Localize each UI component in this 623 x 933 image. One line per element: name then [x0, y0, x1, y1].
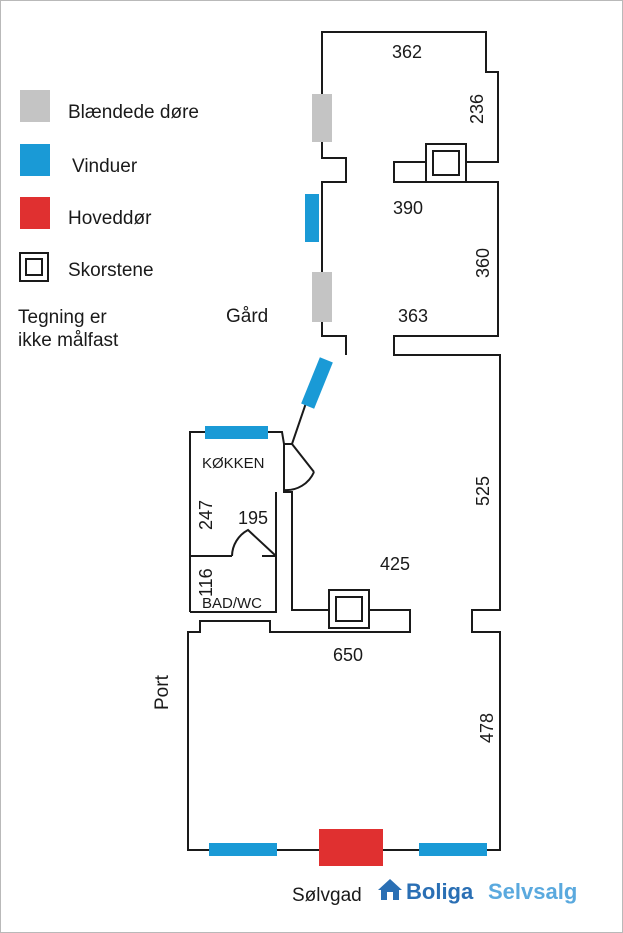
legend-window-label: Vinduer	[72, 156, 138, 177]
bathroom-label: BAD/WC	[202, 595, 262, 612]
dim-195: 195	[238, 508, 268, 528]
legend-chimney-icon	[19, 252, 49, 282]
dim-525: 525	[473, 476, 493, 506]
yard-label: Gård	[226, 306, 268, 327]
bath-door-swing	[231, 528, 277, 557]
legend-main-door-swatch	[20, 197, 50, 229]
dim-116: 116	[196, 568, 216, 597]
logo-word-boliga: Boliga	[406, 879, 474, 904]
legend-note-line2: ikke målfast	[18, 330, 119, 351]
logo-word-selvsalg: Selvsalg	[488, 879, 577, 904]
kitchen-door-swing	[283, 443, 315, 492]
dim-390: 390	[393, 198, 423, 218]
blind-door-lower	[312, 272, 332, 322]
dim-360: 360	[473, 248, 493, 278]
dim-236: 236	[467, 94, 487, 124]
legend-blind-door-swatch	[20, 90, 50, 122]
dim-363: 363	[398, 306, 428, 326]
window-kitchen	[205, 426, 268, 439]
street-label: Sølvgad	[292, 885, 362, 906]
chimney-top-icon	[425, 143, 467, 183]
window-street-right	[419, 843, 487, 856]
window-yard-diagonal	[301, 357, 333, 409]
legend-window-swatch	[20, 144, 50, 176]
kitchen-wall	[189, 431, 285, 613]
window-yard-upper	[305, 194, 319, 242]
dim-425: 425	[380, 554, 410, 574]
legend: Blændede døre Vinduer Hoveddør Skorstene…	[18, 90, 199, 351]
dim-650: 650	[333, 645, 363, 665]
dim-247: 247	[196, 500, 216, 530]
dimension-labels: 362 236 390 360 363 525 247 195 116 425 …	[196, 42, 497, 743]
blind-door-upper	[312, 94, 332, 142]
dim-478: 478	[477, 713, 497, 743]
boliga-logo: Boliga Selvsalg	[378, 879, 577, 904]
chimney-middle-icon	[328, 589, 370, 629]
port-label: Port	[152, 674, 173, 710]
window-street-left	[209, 843, 277, 856]
legend-main-door-label: Hoveddør	[68, 208, 152, 229]
main-door	[319, 829, 383, 866]
door-swings	[231, 443, 315, 557]
kitchen-label: KØKKEN	[202, 455, 265, 472]
legend-blind-door-label: Blændede døre	[68, 102, 199, 123]
legend-chimney-label: Skorstene	[68, 260, 154, 281]
dim-362: 362	[392, 42, 422, 62]
legend-note-line1: Tegning er	[18, 307, 107, 328]
house-icon	[378, 879, 402, 900]
